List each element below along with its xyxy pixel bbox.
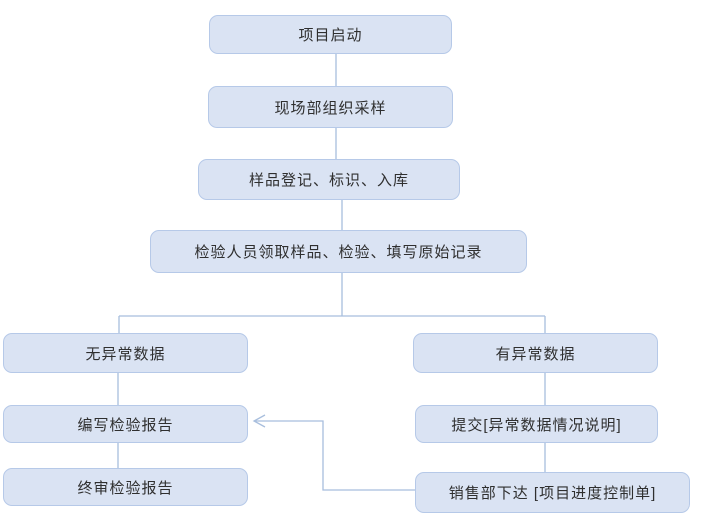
edge-sales-to-write-feedback: [255, 420, 415, 491]
node-write-report: 编写检验报告: [3, 405, 248, 443]
node-field-sampling: 现场部组织采样: [208, 86, 453, 128]
node-submit-abnormal-statement: 提交[异常数据情况说明]: [415, 405, 658, 443]
node-inspection-record: 检验人员领取样品、检验、填写原始记录: [150, 230, 527, 273]
left-arrowhead-icon: [252, 414, 266, 428]
node-label: 样品登记、标识、入库: [248, 172, 409, 189]
node-no-abnormal-data: 无异常数据: [3, 333, 248, 373]
node-label: 提交[异常数据情况说明]: [451, 416, 622, 434]
node-project-start: 项目启动: [209, 15, 452, 54]
node-sample-registration: 样品登记、标识、入库: [198, 159, 460, 200]
node-label: 编写检验报告: [77, 416, 174, 434]
node-label: 检验人员领取样品、检验、填写原始记录: [194, 244, 483, 261]
node-label: 无异常数据: [85, 345, 166, 363]
node-label: 项目启动: [298, 27, 363, 44]
node-label: 终审检验报告: [77, 479, 174, 497]
node-label: 销售部下达 [项目进度控制单]: [448, 485, 657, 502]
node-label: 有异常数据: [495, 345, 576, 363]
node-final-review-report: 终审检验报告: [3, 468, 248, 506]
node-label: 现场部组织采样: [274, 99, 387, 117]
node-abnormal-data: 有异常数据: [413, 333, 658, 373]
node-sales-issue-control-sheet: 销售部下达 [项目进度控制单]: [415, 472, 690, 513]
